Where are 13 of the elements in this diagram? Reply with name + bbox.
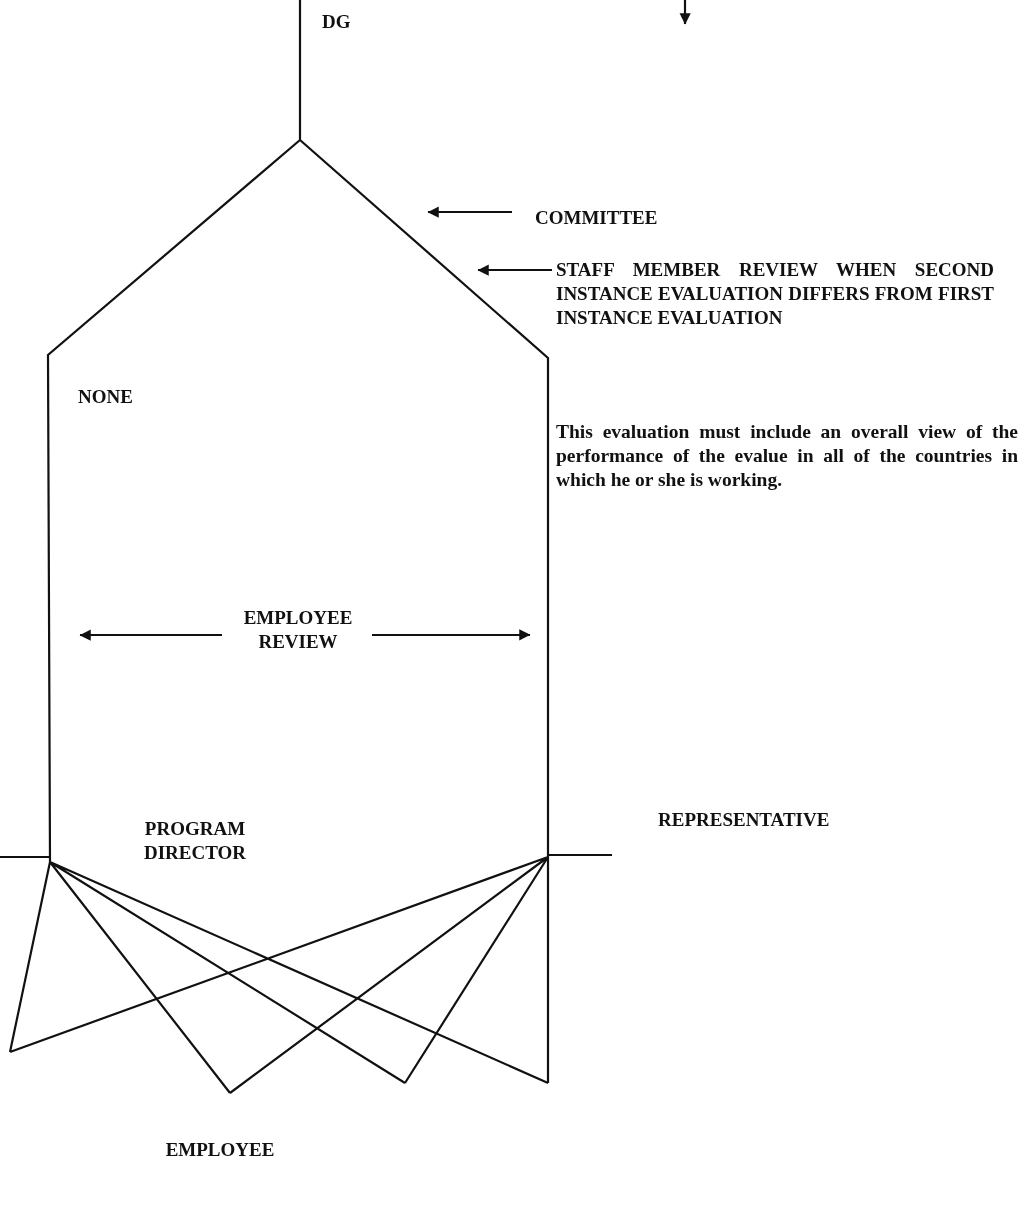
- note-text: This evaluation must include an overall view of the performance of the evalue in all of the countries in which he or she is working.: [556, 420, 1018, 492]
- arrow: [427, 206, 512, 218]
- role-label: PROGRAM DIRECTOR: [125, 817, 265, 865]
- arrow: [477, 264, 552, 276]
- status-label: NONE: [78, 385, 168, 409]
- arrow: [79, 629, 222, 641]
- review-label: EMPLOYEE REVIEW: [228, 606, 368, 654]
- arrow: [372, 629, 531, 641]
- role-label: COMMITTEE: [535, 206, 685, 230]
- role-label: REPRESENTATIVE: [658, 808, 898, 832]
- role-label: DG: [322, 10, 382, 34]
- review-note: STAFF MEMBER REVIEW WHEN SECOND INSTANCE EVALUATION DIFFERS FROM FIRST INSTANCE EVALUATION: [556, 258, 994, 330]
- role-label: EMPLOYEE: [150, 1138, 290, 1162]
